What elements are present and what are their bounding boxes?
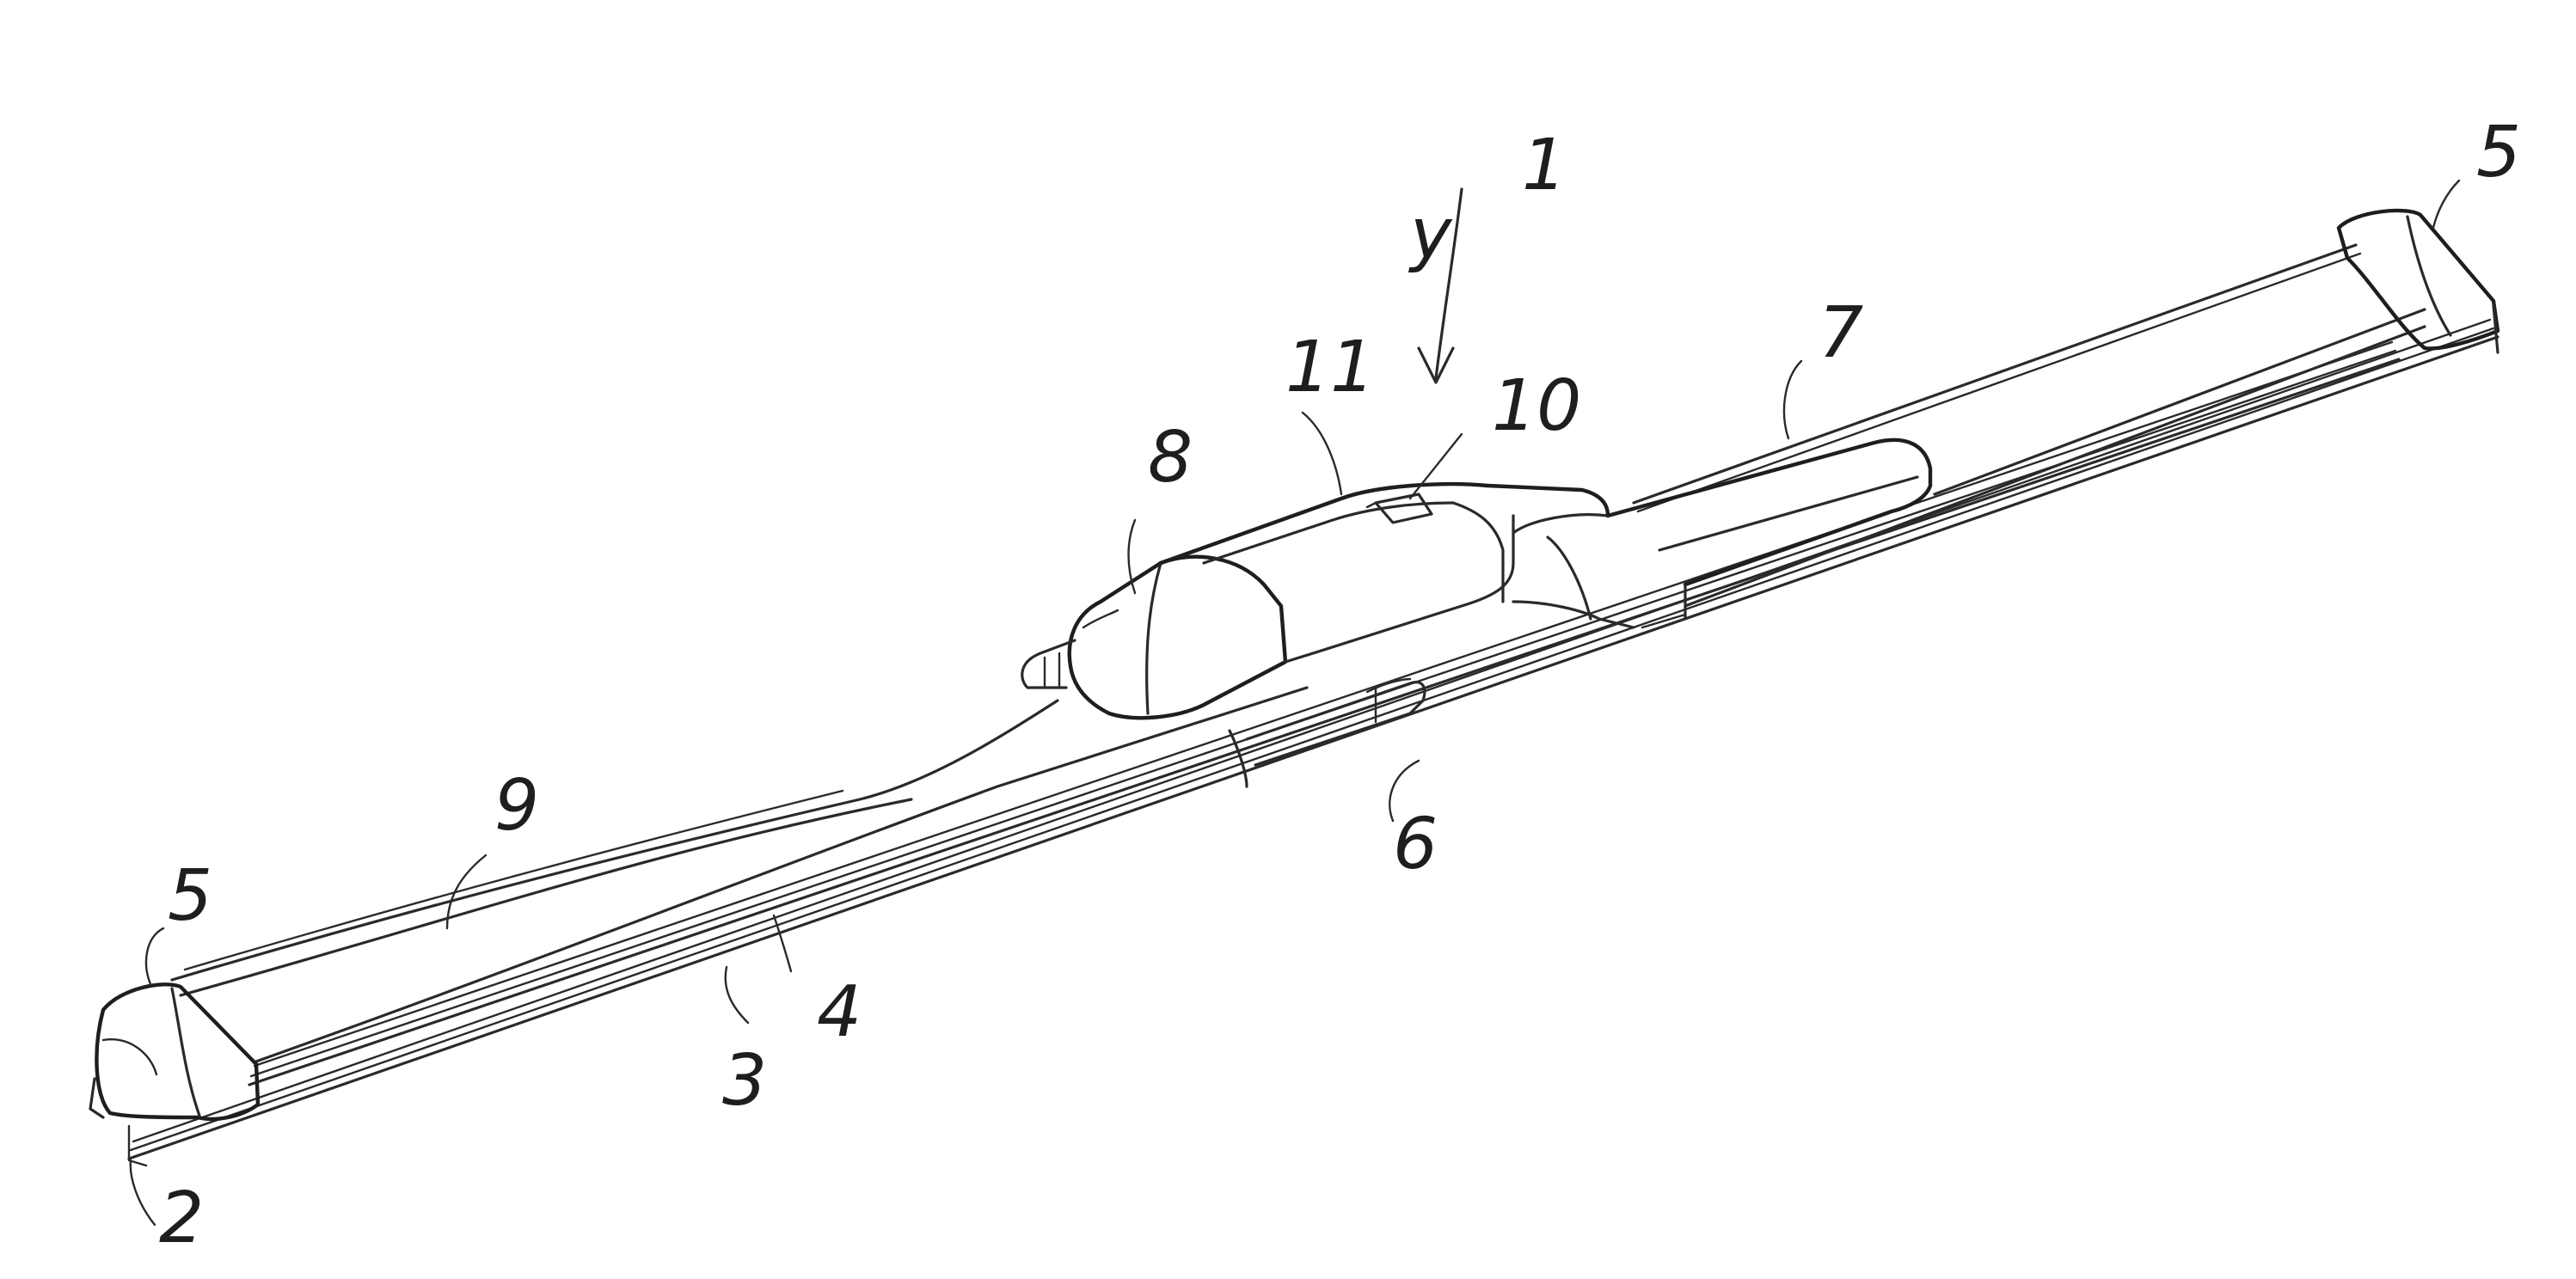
label-6: 6 (1393, 804, 1438, 885)
reference-numerals: 1 y 11 10 8 7 5 6 9 5 4 3 2 (159, 112, 2521, 1259)
label-1: 1 (1522, 125, 1567, 206)
label-3: 3 (722, 1040, 767, 1122)
label-11: 11 (1285, 327, 1375, 408)
label-y-mark: y (1408, 193, 1453, 275)
label-5-right: 5 (2476, 112, 2521, 193)
label-7: 7 (1819, 292, 1863, 374)
label-2: 2 (159, 1178, 204, 1259)
label-10: 10 (1492, 365, 1581, 447)
left-end-cap (90, 984, 258, 1166)
label-4: 4 (817, 971, 862, 1053)
label-8: 8 (1148, 417, 1193, 499)
label-9: 9 (494, 765, 539, 847)
label-5-left: 5 (168, 855, 212, 937)
right-end-cap (2339, 211, 2498, 352)
